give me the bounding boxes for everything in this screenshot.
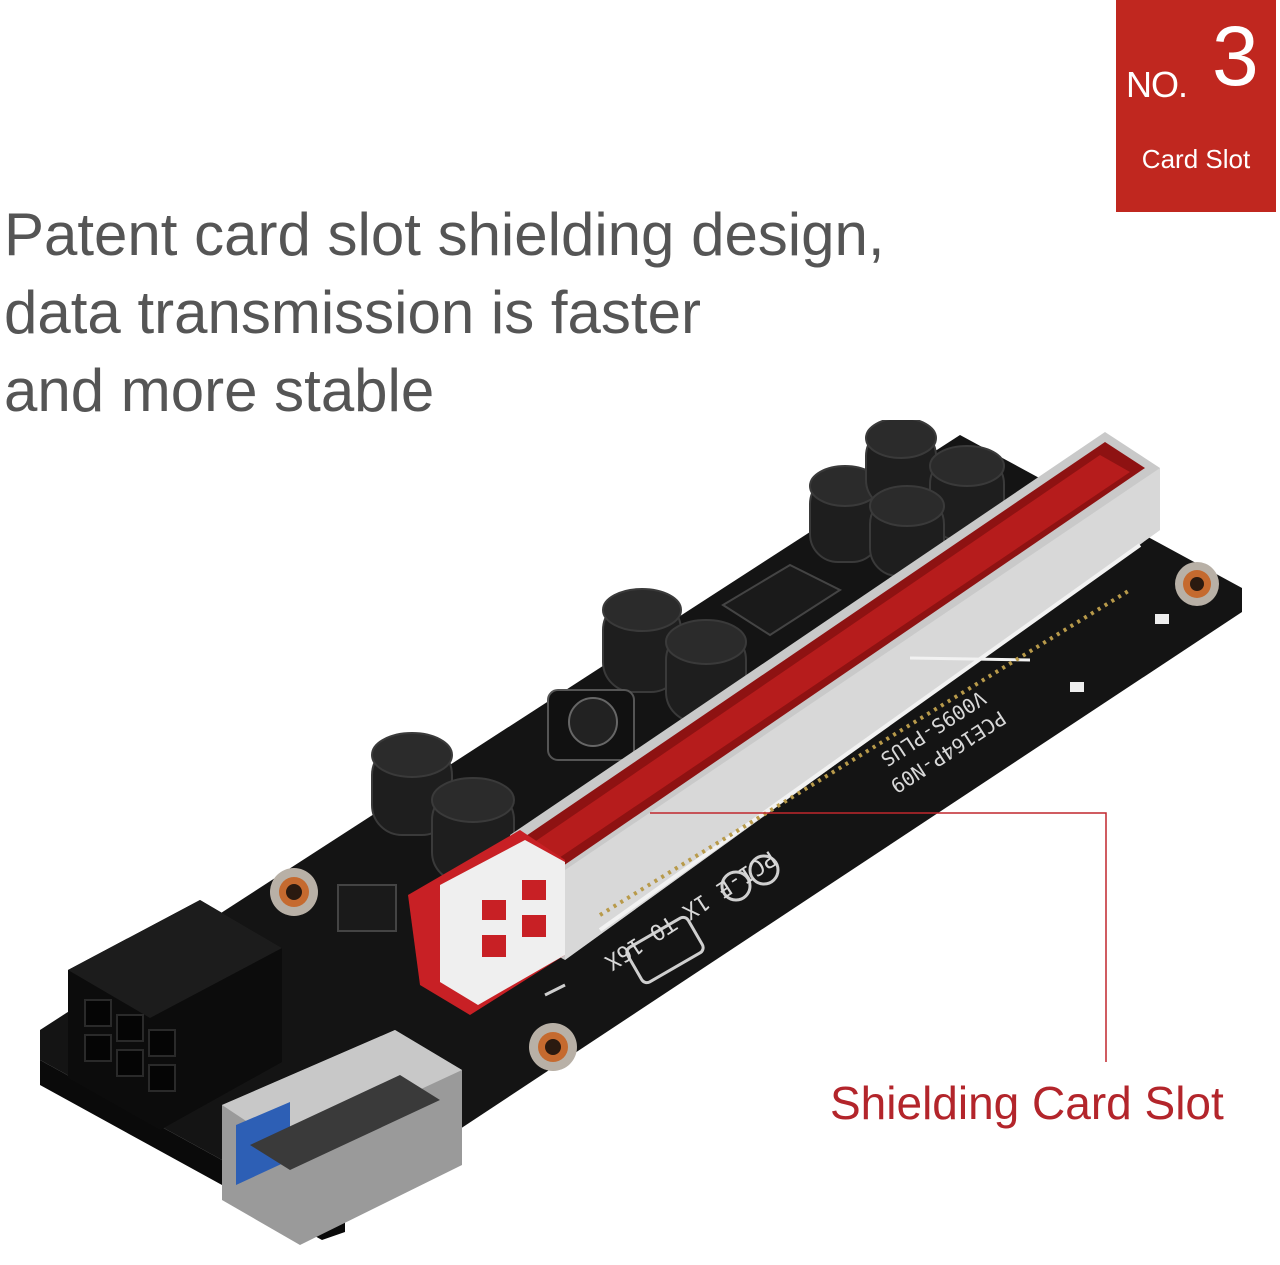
riser-card-photo: PCI-E 1X TO 16X V009S-PLUS PCE164P-N09	[40, 420, 1242, 1245]
headline: Patent card slot shielding design, data …	[4, 196, 1004, 430]
usb-port	[222, 1030, 462, 1245]
callout-line	[650, 812, 1107, 1062]
headline-line-3: and more stable	[4, 357, 435, 424]
callout-label: Shielding Card Slot	[830, 1077, 1224, 1129]
mounting-holes	[270, 562, 1219, 1071]
badge-number: 3	[1212, 9, 1259, 103]
number-badge: NO. 3 Card Slot	[1116, 0, 1276, 212]
certification-marks	[544, 854, 780, 997]
headline-line-2: data transmission is faster	[4, 279, 701, 346]
pcie-x16-slot	[408, 432, 1160, 1015]
headline-line-1: Patent card slot shielding design,	[4, 201, 885, 268]
badge-prefix: NO.	[1126, 64, 1188, 105]
badge-label: Card Slot	[1141, 144, 1251, 174]
power-connector	[68, 900, 282, 1130]
